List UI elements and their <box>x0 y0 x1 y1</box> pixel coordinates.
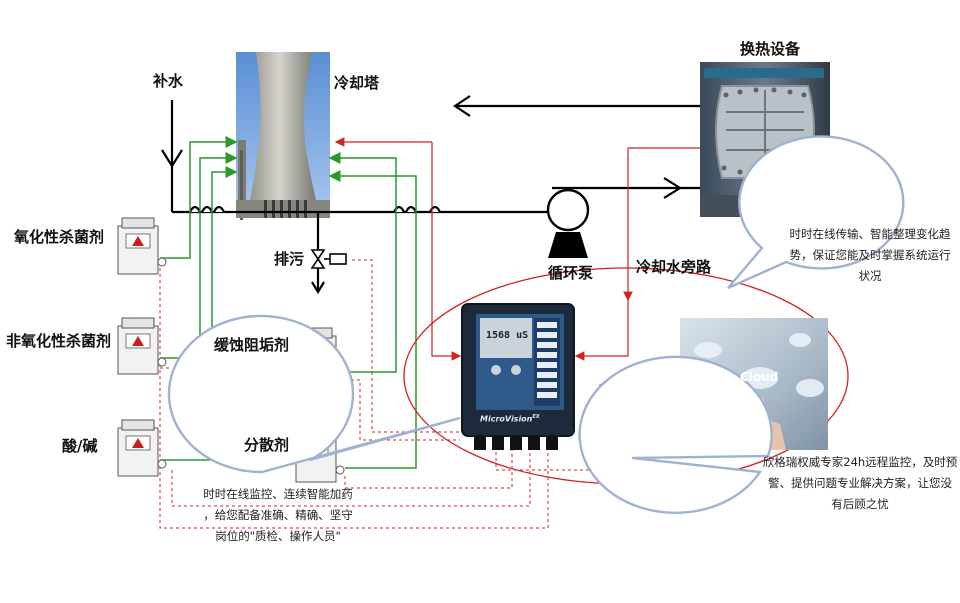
non-oxidizing-biocide-label: 非氧化性杀菌剂 <box>6 332 112 350</box>
dispersant-label: 分散剂 <box>244 436 290 454</box>
cooling-tower-label: 冷却塔 <box>334 74 380 92</box>
corrosion-inhibitor-label: 缓蚀阻垢剂 <box>214 336 290 354</box>
heat-exchanger-label: 换热设备 <box>740 40 801 58</box>
controller-brand: MicroVisionEX <box>480 414 540 424</box>
controller-device <box>461 303 575 450</box>
blowdown-valve <box>310 249 347 269</box>
cooling-tower-image <box>236 52 330 220</box>
bubble-bottom-right-text: 欣格瑞权威专家24h远程监控，及时预 警、提供问题专业解决方案，让您没 有后顾之… <box>762 455 958 511</box>
makeup-water-label: 补水 <box>153 72 184 90</box>
cloud-label: Cloud <box>740 370 779 384</box>
circulation-pump-symbol <box>546 188 590 258</box>
circulation-pump-label: 循环泵 <box>548 264 594 282</box>
bubble-bottom-left-text: 时时在线监控、连续智能加药 ，给您配备准确、精确、坚守 岗位的"质检、操作人员" <box>203 487 353 543</box>
bypass-label: 冷却水旁路 <box>636 258 712 276</box>
controller-display-value: 1568 uS <box>486 330 529 341</box>
bubble-top-right-text: 时时在线传输、智能整理变化趋 势，保证您能及时掌握系统运行 状况 <box>789 227 951 283</box>
acid-base-label: 酸/碱 <box>62 437 98 455</box>
blowdown-label: 排污 <box>274 250 305 268</box>
speech-bubbles <box>167 135 905 515</box>
oxidizing-biocide-label: 氧化性杀菌剂 <box>14 228 105 246</box>
water-pipes <box>161 95 700 295</box>
